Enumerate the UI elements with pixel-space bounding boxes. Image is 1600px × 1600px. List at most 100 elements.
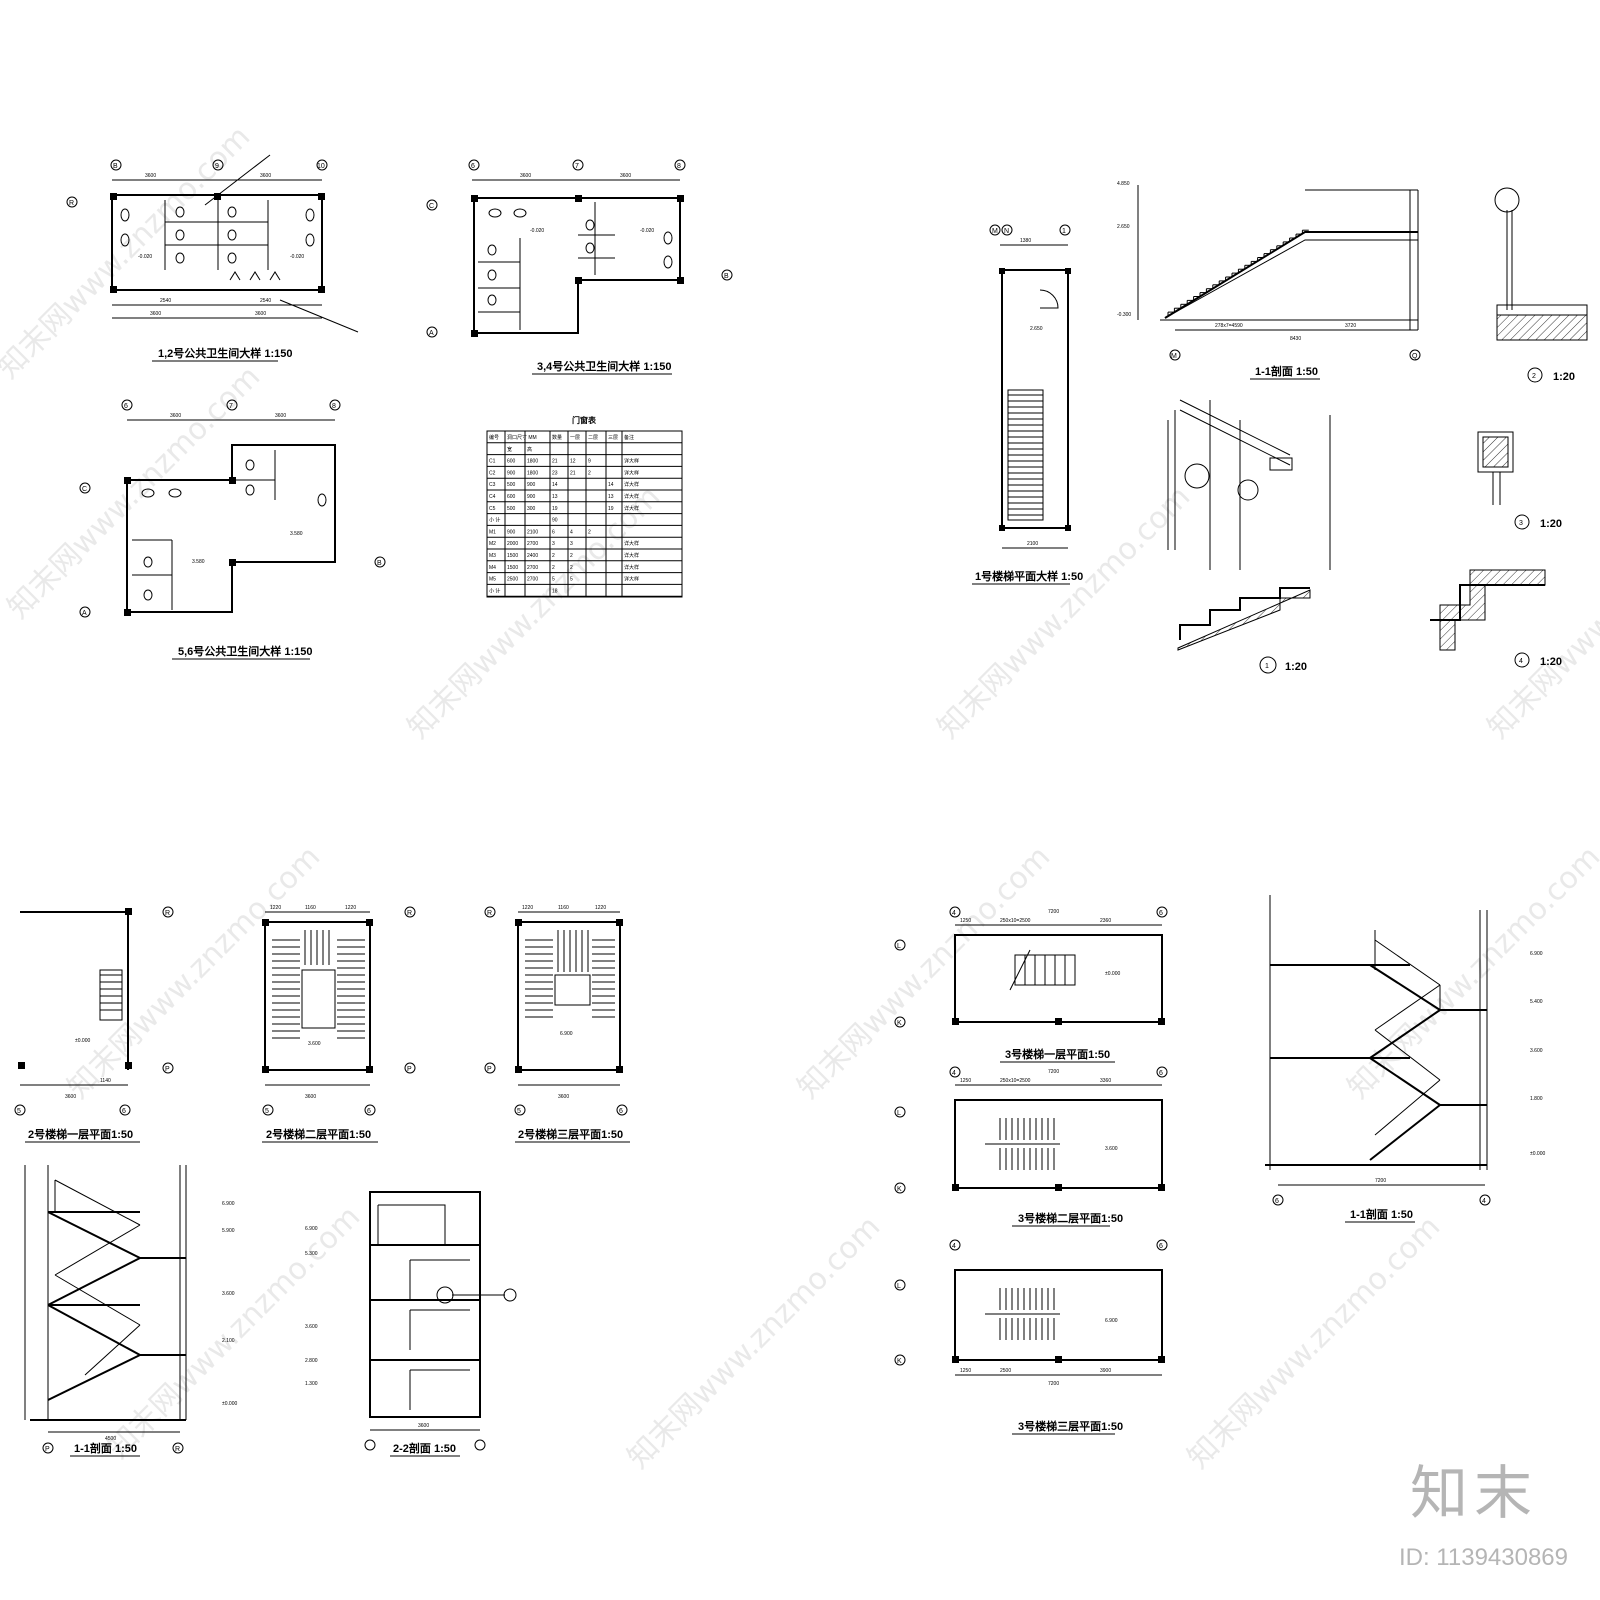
axis-label: M <box>992 228 998 235</box>
dim-label: 7200 <box>1048 909 1059 915</box>
axis-label: 4 <box>952 910 956 917</box>
drawing-title: 1-1剖面 1:50 <box>74 1441 137 1455</box>
dim-label: 3600 <box>520 173 531 179</box>
axis-label: 8 <box>332 403 336 410</box>
table-cell: 5 <box>570 577 573 583</box>
level-label: 6.900 <box>222 1201 235 1207</box>
dim-label: 1140 <box>100 1078 111 1084</box>
detail-number: 1 <box>1265 663 1269 670</box>
watermark-layer: 知末网www.znzmo.com 知末网www.znzmo.com 知末网www… <box>0 119 1600 1475</box>
axis-label: L <box>897 1283 901 1290</box>
axis-label: 10 <box>317 163 325 170</box>
detail-2: 2 1:20 <box>1494 187 1588 383</box>
section-walls <box>369 1191 481 1418</box>
table-cell: 500 <box>507 482 516 488</box>
drawing-title: 3,4号公共卫生间大样 1:150 <box>537 359 671 373</box>
axis-label: 4 <box>952 1070 956 1077</box>
watermark-text: 知末网www.znzmo.com <box>61 839 327 1105</box>
axis-label: B <box>724 273 729 280</box>
drawing-title: 1-1剖面 1:50 <box>1255 364 1318 378</box>
table-cell: 19 <box>608 506 614 512</box>
table-cell: 洞口尺寸 MM <box>507 434 537 441</box>
level-label: -0.300 <box>1117 312 1131 318</box>
table-cell: M3 <box>489 553 496 559</box>
axis-label: R <box>165 910 170 917</box>
dim-label: 250x10=2500 <box>1000 918 1031 924</box>
level-label: ±0.000 <box>1530 1151 1545 1157</box>
table-cell: 2 <box>552 565 555 571</box>
table-cell: 小 计 <box>489 587 500 594</box>
drawing-title: 2号楼梯二层平面1:50 <box>266 1127 371 1141</box>
axis-label: N <box>1004 228 1009 235</box>
drawing-title: 1号楼梯平面大样 1:50 <box>975 569 1083 583</box>
level-label: 3.580 <box>290 531 303 537</box>
image-id-label: ID: 1139430869 <box>1398 1544 1568 1571</box>
watermark-text: 知末网www.znzmo.com <box>1181 1209 1447 1475</box>
drawing-title: 1-1剖面 1:50 <box>1350 1207 1413 1221</box>
axis-label: A <box>429 330 434 337</box>
level-label: -0.020 <box>290 254 304 260</box>
stair-walls <box>954 934 1163 1023</box>
table-cell: 高 <box>527 446 532 453</box>
axis-bubble <box>66 196 78 208</box>
level-label: 6.900 <box>1105 1318 1118 1324</box>
stair3-floor2-plan: 4 6 L K 1250 250x10=2500 3360 7200 3.600… <box>894 1066 1168 1227</box>
level-label: 2.650 <box>1030 326 1043 332</box>
level-label: 3.600 <box>1105 1146 1118 1152</box>
level-label: 3.600 <box>308 1041 321 1047</box>
table-cell: M4 <box>489 565 496 571</box>
dim-label: 2100 <box>1027 541 1038 547</box>
axis-label: Q <box>1412 353 1418 360</box>
dim-label: 3600 <box>150 311 161 317</box>
axis-label: 6 <box>367 1108 371 1115</box>
axis-label: A <box>82 610 87 617</box>
level-label: -0.020 <box>640 228 654 234</box>
level-label: 2.100 <box>222 1338 235 1344</box>
axis-label: 9 <box>215 163 219 170</box>
dim-label: 3600 <box>305 1094 316 1100</box>
stair-treads <box>1008 394 1043 516</box>
table-cell: 18 <box>552 588 558 594</box>
dim-label: 1160 <box>558 905 569 911</box>
dim-label: 7200 <box>1375 1178 1386 1184</box>
table-cell: 二层 <box>588 435 598 441</box>
table-cell: 2700 <box>527 577 538 583</box>
stair-steps <box>1167 229 1309 316</box>
level-label: 6.900 <box>305 1226 318 1232</box>
axis-label: 5 <box>517 1108 521 1115</box>
table-cell: 详大样 <box>624 493 639 500</box>
stair-walls <box>517 921 621 1071</box>
axis-label: 7 <box>229 403 233 410</box>
table-cell: 3 <box>570 541 573 547</box>
level-label: 5.300 <box>305 1251 318 1257</box>
axis-label: L <box>897 943 901 950</box>
table-cell: 详大样 <box>624 458 639 465</box>
level-label: ±0.000 <box>1105 971 1120 977</box>
axis-label: 5 <box>265 1108 269 1115</box>
axis-label: K <box>897 1358 902 1365</box>
stair3-floor1-plan: 4 6 L K 1250 250x10=2500 2360 7200 ±0.00… <box>894 906 1168 1063</box>
table-cell: 1800 <box>527 470 538 476</box>
table-cell: 21 <box>552 459 558 465</box>
table-cell: 2 <box>588 529 591 535</box>
watermark-text: 知末网www.znzmo.com <box>101 1199 367 1465</box>
axis-label: R <box>69 200 74 207</box>
detail-1: 1 1:20 <box>1167 399 1331 674</box>
dim-label: 3600 <box>418 1423 429 1429</box>
dim-label: 250x10=2500 <box>1000 1078 1031 1084</box>
stair-flight <box>1164 231 1418 319</box>
table-cell: 1500 <box>507 553 518 559</box>
dim-label: 3600 <box>260 173 271 179</box>
table-cell: 14 <box>608 482 614 488</box>
axis-label: P <box>487 1066 492 1073</box>
table-cell: 2700 <box>527 541 538 547</box>
table-cell: 一层 <box>570 435 580 441</box>
dim-label: 3600 <box>620 173 631 179</box>
level-label: ±0.000 <box>75 1038 90 1044</box>
drawing-title: 2号楼梯三层平面1:50 <box>518 1127 623 1141</box>
drawing-title: 3号楼梯三层平面1:50 <box>1018 1419 1123 1433</box>
drawing-title: 5,6号公共卫生间大样 1:150 <box>178 644 312 658</box>
table-cell: 5 <box>552 577 555 583</box>
